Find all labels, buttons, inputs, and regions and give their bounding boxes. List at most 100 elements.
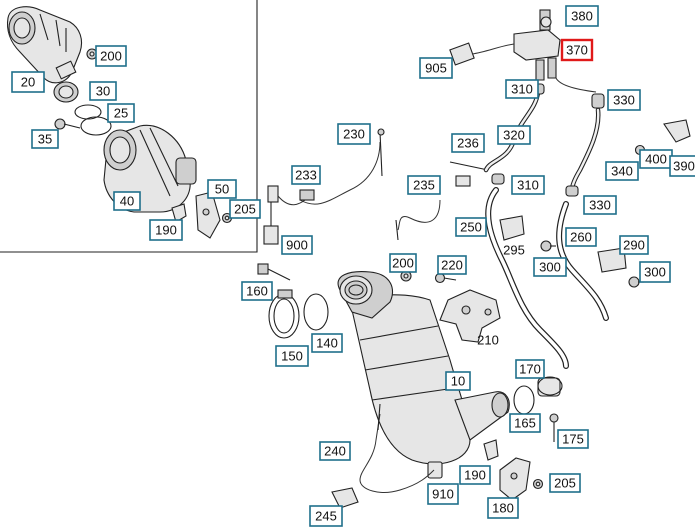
part-label-905[interactable]: 905 <box>419 57 453 79</box>
sensors-wiring <box>263 128 489 493</box>
part-label-240[interactable]: 240 <box>319 441 351 461</box>
part-label-20[interactable]: 20 <box>11 71 45 93</box>
part-label-245[interactable]: 245 <box>309 505 343 527</box>
label-box <box>437 255 467 275</box>
part-label-310b[interactable]: 310 <box>511 175 545 195</box>
label-text: 380 <box>571 9 593 24</box>
part-label-320[interactable]: 320 <box>497 125 531 145</box>
label-box <box>95 45 127 67</box>
part-label-900[interactable]: 900 <box>281 235 313 255</box>
part-label-10[interactable]: 10 <box>445 371 471 391</box>
label-text: 295 <box>503 243 525 258</box>
label-text: 910 <box>432 487 454 502</box>
label-box <box>31 129 59 149</box>
label-box <box>113 191 141 211</box>
label-box <box>445 371 471 391</box>
label-text: 210 <box>477 333 499 348</box>
label-text: 230 <box>343 127 365 142</box>
label-box <box>291 165 321 185</box>
part-label-300b[interactable]: 300 <box>639 261 671 283</box>
part-label-295[interactable]: 295 <box>503 243 525 258</box>
label-box <box>511 175 545 195</box>
part-label-260[interactable]: 260 <box>565 227 597 247</box>
part-label-220[interactable]: 220 <box>437 255 467 275</box>
part-label-300a[interactable]: 300 <box>533 257 567 277</box>
label-box <box>407 175 441 195</box>
part-label-35[interactable]: 35 <box>31 129 59 149</box>
label-text: 250 <box>460 220 482 235</box>
part-label-160[interactable]: 160 <box>241 281 273 301</box>
part-label-140[interactable]: 140 <box>311 333 343 353</box>
label-box <box>149 219 183 241</box>
part-label-330a[interactable]: 330 <box>607 89 641 111</box>
part-label-50[interactable]: 50 <box>207 179 237 199</box>
part-label-340[interactable]: 340 <box>605 161 639 181</box>
label-box <box>275 345 309 367</box>
part-label-205b[interactable]: 205 <box>549 473 581 493</box>
part-label-230[interactable]: 230 <box>337 123 371 145</box>
label-text: 200 <box>392 256 414 271</box>
label-box <box>619 235 649 255</box>
label-text: 40 <box>120 194 134 209</box>
label-text: 236 <box>457 136 479 151</box>
label-text: 30 <box>96 84 110 99</box>
label-text: 300 <box>539 260 561 275</box>
part-label-235[interactable]: 235 <box>407 175 441 195</box>
label-box <box>207 179 237 199</box>
label-box <box>11 71 45 93</box>
label-box <box>451 133 485 153</box>
part-label-190b[interactable]: 190 <box>459 465 491 485</box>
label-box <box>89 81 117 101</box>
label-box <box>505 79 539 99</box>
label-text: 905 <box>425 61 447 76</box>
part-label-330b[interactable]: 330 <box>583 195 617 215</box>
part-label-390[interactable]: 390 <box>669 155 695 177</box>
part-label-310a[interactable]: 310 <box>505 79 539 99</box>
part-label-290[interactable]: 290 <box>619 235 649 255</box>
part-label-40[interactable]: 40 <box>113 191 141 211</box>
part-label-380[interactable]: 380 <box>565 5 599 27</box>
label-text: 20 <box>21 75 35 90</box>
label-text: 390 <box>673 159 695 174</box>
part-label-180[interactable]: 180 <box>487 497 519 519</box>
part-label-370[interactable]: 370 <box>560 38 594 62</box>
label-text: 235 <box>413 178 435 193</box>
part-label-210[interactable]: 210 <box>477 333 499 348</box>
part-label-233[interactable]: 233 <box>291 165 321 185</box>
part-label-200b[interactable]: 200 <box>389 253 417 273</box>
part-label-170[interactable]: 170 <box>515 359 545 379</box>
label-text: 330 <box>589 198 611 213</box>
label-text: 140 <box>316 336 338 351</box>
part-label-150[interactable]: 150 <box>275 345 309 367</box>
label-box <box>427 483 459 505</box>
label-box <box>319 441 351 461</box>
label-box <box>487 497 519 519</box>
part-label-190a[interactable]: 190 <box>149 219 183 241</box>
label-box <box>419 57 453 79</box>
label-text: 180 <box>492 501 514 516</box>
part-label-910[interactable]: 910 <box>427 483 459 505</box>
part-label-250[interactable]: 250 <box>455 217 487 237</box>
part-label-400[interactable]: 400 <box>639 149 673 169</box>
part-label-236[interactable]: 236 <box>451 133 485 153</box>
part-label-200a[interactable]: 200 <box>95 45 127 67</box>
part-label-175[interactable]: 175 <box>557 429 589 449</box>
label-box <box>311 333 343 353</box>
part-label-165[interactable]: 165 <box>509 413 541 433</box>
label-box <box>605 161 639 181</box>
part-label-30[interactable]: 30 <box>89 81 117 101</box>
label-box <box>229 199 261 219</box>
label-box <box>639 261 671 283</box>
label-text: 330 <box>613 93 635 108</box>
label-text: 175 <box>562 432 584 447</box>
part-label-25[interactable]: 25 <box>107 103 135 123</box>
label-box <box>455 217 487 237</box>
part-label-205a[interactable]: 205 <box>229 199 261 219</box>
label-box <box>509 413 541 433</box>
label-box <box>389 253 417 273</box>
label-text: 340 <box>611 164 633 179</box>
label-box <box>107 103 135 123</box>
label-text: 200 <box>100 49 122 64</box>
label-text: 150 <box>281 349 303 364</box>
